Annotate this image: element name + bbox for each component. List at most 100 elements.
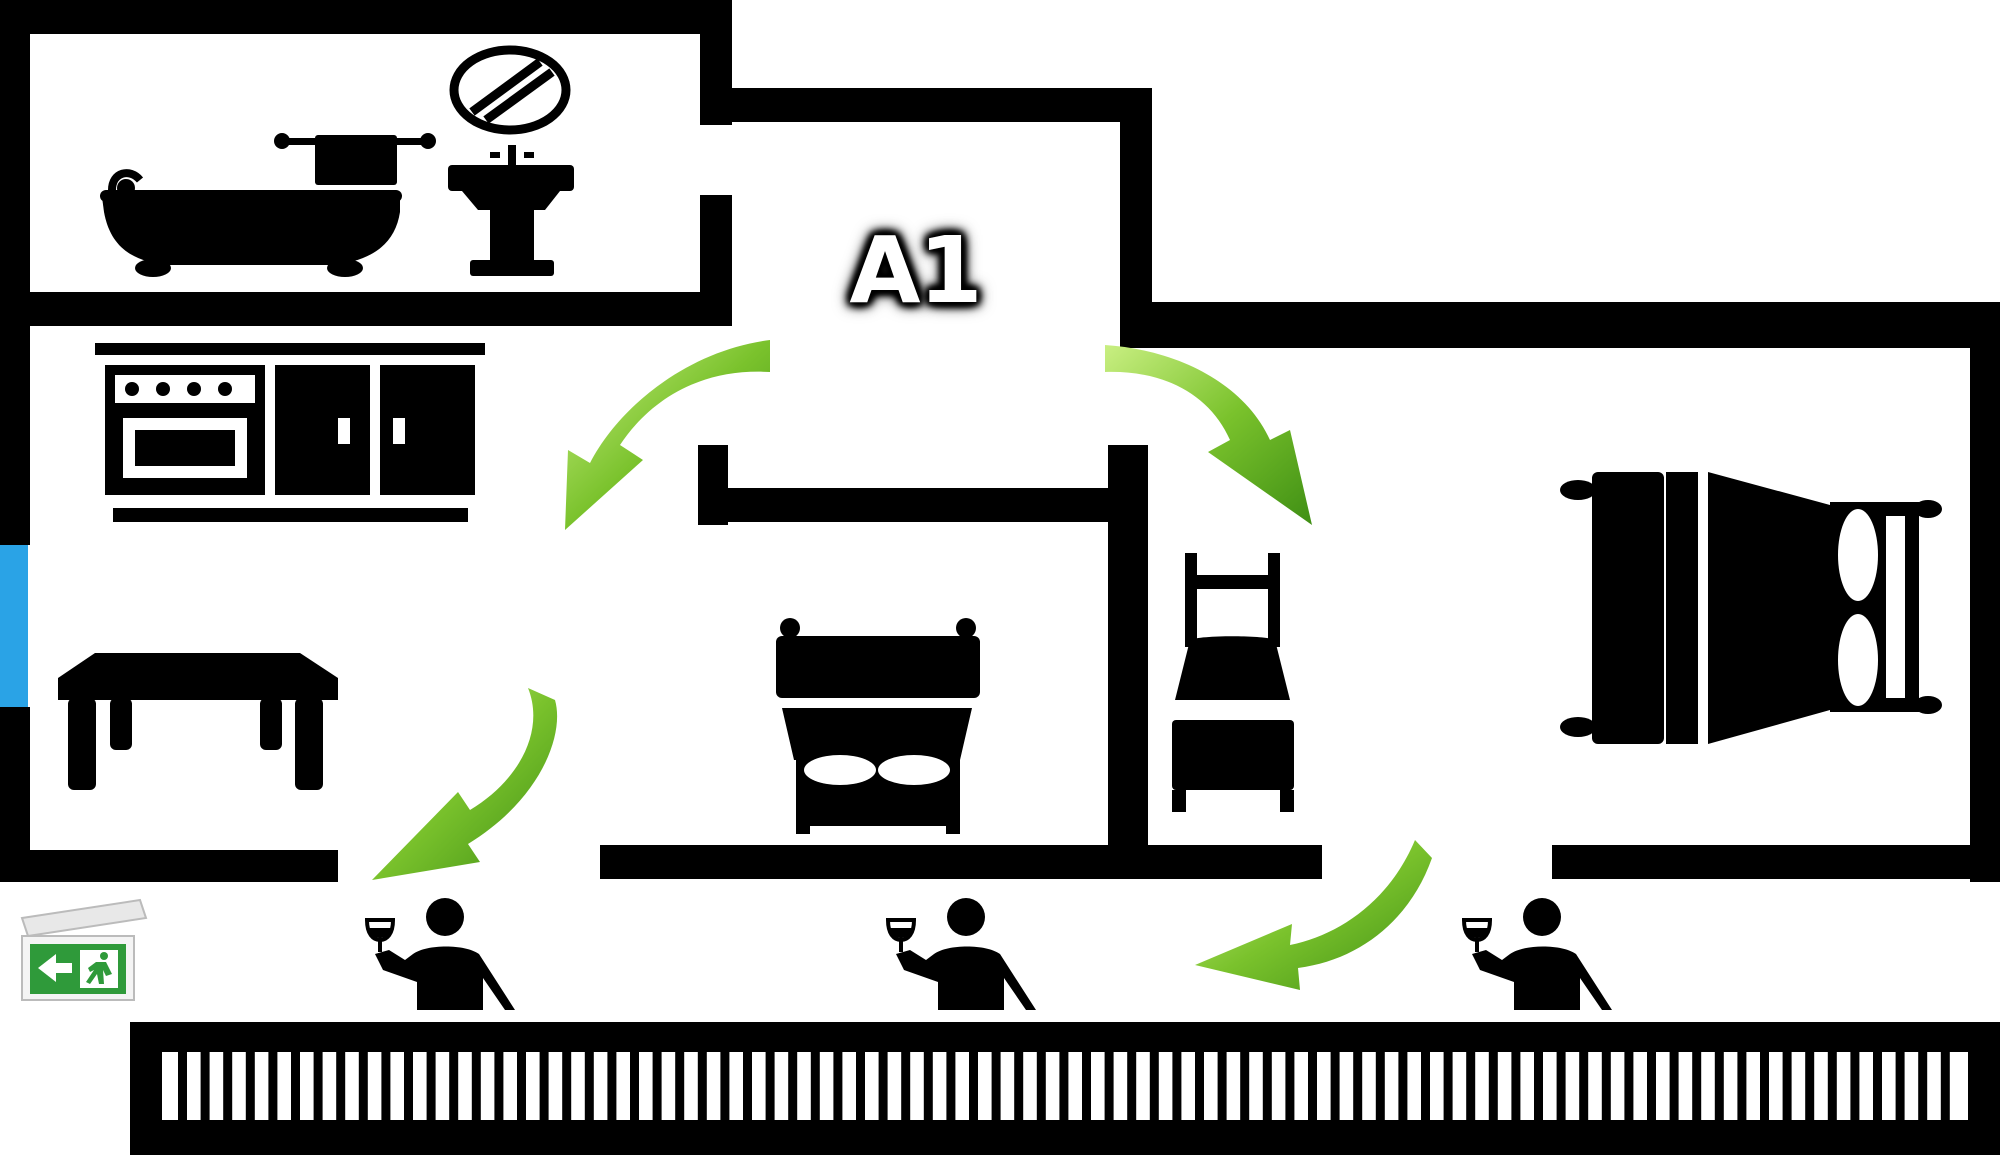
table-icon [58, 653, 338, 790]
railing-bar [652, 1052, 662, 1120]
railing-bar [200, 1052, 210, 1120]
railing-bar [697, 1052, 707, 1120]
railing-bar [404, 1052, 413, 1120]
railing-bar [584, 1052, 594, 1120]
railing-bar [901, 1052, 911, 1120]
railing-bar [291, 1052, 300, 1120]
railing-bar [833, 1052, 843, 1120]
person-with-glass-icon [885, 898, 1036, 1010]
railing-bar [1104, 1052, 1114, 1120]
railing-bar [1240, 1052, 1250, 1120]
railing-bar [471, 1052, 481, 1120]
railing-bar [1624, 1052, 1634, 1120]
railing-bar [336, 1052, 346, 1120]
railing-bar [1714, 1052, 1724, 1120]
person-with-glass-icon [364, 898, 515, 1010]
railing-bar [923, 1052, 933, 1120]
railing-bar [991, 1052, 1001, 1120]
railing-bar [1195, 1052, 1204, 1120]
railing-bar [562, 1052, 572, 1120]
emergency-exit-sign-icon [20, 898, 148, 1001]
balcony-railing [178, 1052, 1950, 1120]
railing-bar [1330, 1052, 1340, 1120]
single-bed-icon [1172, 553, 1294, 812]
railing-bar [1398, 1052, 1408, 1120]
railing-bar [1353, 1052, 1363, 1120]
railing-bar [1421, 1052, 1430, 1120]
railing-bar [1534, 1052, 1543, 1120]
railing-bar [1873, 1052, 1882, 1120]
railing-bar [946, 1052, 956, 1120]
evacuation-arrow-icon [372, 688, 558, 880]
railing-bar [1737, 1052, 1747, 1120]
railing-bar [1827, 1052, 1837, 1120]
railing-bar [1059, 1052, 1069, 1120]
railing-bar [1217, 1052, 1227, 1120]
railing-bar [1082, 1052, 1091, 1120]
railing-bar [1308, 1052, 1317, 1120]
railing-bar [1262, 1052, 1272, 1120]
kitchen-counter-icon [95, 343, 485, 522]
railing-bar [1895, 1052, 1905, 1120]
railing-bar [1036, 1052, 1046, 1120]
towel-rack-icon [274, 133, 436, 185]
person-with-glass-icon [1461, 898, 1612, 1010]
railing-bar [313, 1052, 323, 1120]
railing-bar [1918, 1052, 1928, 1120]
railing-bar [268, 1052, 278, 1120]
railing-bar [1149, 1052, 1159, 1120]
railing-bar [630, 1052, 639, 1120]
railing-bar [449, 1052, 459, 1120]
railing-bar [788, 1052, 798, 1120]
evacuation-arrow-icon [565, 340, 770, 530]
unit-label: A1 [849, 216, 982, 324]
railing-bar [607, 1052, 617, 1120]
railing-bar [1579, 1052, 1589, 1120]
railing-bar [1669, 1052, 1679, 1120]
sink-icon [448, 145, 574, 276]
railing-bar [1511, 1052, 1521, 1120]
railing-bar [1466, 1052, 1476, 1120]
railing-bar [720, 1052, 730, 1120]
evacuation-arrow-icon [1195, 840, 1432, 990]
railing-bar [517, 1052, 526, 1120]
railing-bar [358, 1052, 368, 1120]
railing-bar [245, 1052, 255, 1120]
railing-bar [539, 1052, 549, 1120]
railing-bar [878, 1052, 888, 1120]
railing-bar [856, 1052, 865, 1120]
railing-bar [381, 1052, 391, 1120]
railing-bar [1127, 1052, 1137, 1120]
side-tab [0, 545, 28, 707]
railing-bar [494, 1052, 504, 1120]
railing-bar [969, 1052, 978, 1120]
railing-bar [743, 1052, 752, 1120]
railing-bar [426, 1052, 436, 1120]
railing-bar [223, 1052, 233, 1120]
railing-bar [1375, 1052, 1385, 1120]
railing-bar [1285, 1052, 1295, 1120]
railing-bar [1014, 1052, 1024, 1120]
railing-bar [1488, 1052, 1498, 1120]
railing-bar [178, 1052, 187, 1120]
railing-bar [810, 1052, 820, 1120]
railing-bar [765, 1052, 775, 1120]
railing-bar [1172, 1052, 1182, 1120]
railing-bar [1692, 1052, 1702, 1120]
railing-bar [1805, 1052, 1815, 1120]
railing-bar [1601, 1052, 1611, 1120]
railing-bar [1782, 1052, 1792, 1120]
railing-bar [1850, 1052, 1860, 1120]
mirror-icon [449, 45, 571, 135]
railing-bar [1556, 1052, 1566, 1120]
railing-bar [1647, 1052, 1656, 1120]
railing-bar [675, 1052, 685, 1120]
bathtub-icon [100, 169, 402, 277]
railing-bar [1760, 1052, 1769, 1120]
double-bed-icon [776, 618, 980, 834]
railing-bar [1443, 1052, 1453, 1120]
evacuation-arrow-icon [1105, 345, 1312, 525]
double-bed-rotated-icon [1560, 472, 1942, 744]
